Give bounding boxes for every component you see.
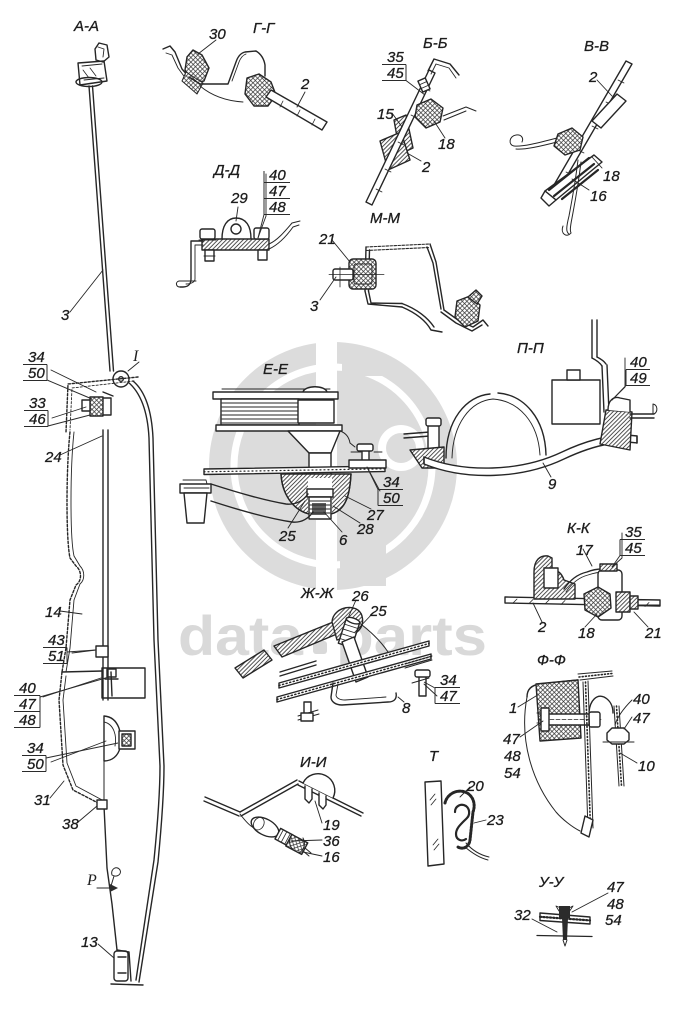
svg-text:21: 21 bbox=[644, 625, 662, 642]
svg-text:34: 34 bbox=[28, 349, 45, 366]
svg-text:34: 34 bbox=[440, 672, 457, 689]
svg-text:18: 18 bbox=[603, 168, 620, 185]
svg-text:3: 3 bbox=[61, 307, 70, 324]
svg-text:29: 29 bbox=[230, 190, 248, 207]
svg-text:28: 28 bbox=[356, 521, 374, 538]
svg-text:36: 36 bbox=[323, 833, 340, 850]
svg-text:Г-Г: Г-Г bbox=[253, 20, 276, 37]
svg-text:45: 45 bbox=[387, 65, 404, 82]
svg-text:М-М: М-М bbox=[370, 210, 400, 227]
svg-text:33: 33 bbox=[29, 395, 46, 412]
svg-text:2: 2 bbox=[588, 69, 598, 86]
svg-text:47: 47 bbox=[503, 731, 520, 748]
svg-text:48: 48 bbox=[504, 748, 521, 765]
svg-text:И-И: И-И bbox=[300, 754, 327, 771]
svg-text:35: 35 bbox=[625, 524, 642, 541]
svg-text:48: 48 bbox=[19, 712, 36, 729]
svg-text:16: 16 bbox=[590, 188, 607, 205]
svg-text:13: 13 bbox=[81, 934, 98, 951]
svg-text:6: 6 bbox=[339, 532, 348, 549]
svg-text:46: 46 bbox=[29, 411, 46, 428]
svg-text:34: 34 bbox=[383, 474, 400, 491]
svg-text:Е-Е: Е-Е bbox=[263, 361, 289, 378]
svg-text:54: 54 bbox=[605, 912, 622, 929]
svg-text:А-А: А-А bbox=[73, 18, 99, 35]
svg-text:54: 54 bbox=[504, 765, 521, 782]
svg-text:38: 38 bbox=[62, 816, 79, 833]
svg-text:26: 26 bbox=[351, 588, 369, 605]
svg-text:40: 40 bbox=[633, 691, 650, 708]
svg-text:9: 9 bbox=[548, 476, 557, 493]
svg-text:50: 50 bbox=[28, 365, 45, 382]
svg-text:47: 47 bbox=[269, 183, 286, 200]
svg-text:I: I bbox=[132, 348, 139, 365]
svg-text:50: 50 bbox=[27, 756, 44, 773]
svg-text:15: 15 bbox=[377, 106, 394, 123]
svg-text:47: 47 bbox=[607, 879, 624, 896]
svg-text:40: 40 bbox=[269, 167, 286, 184]
svg-text:19: 19 bbox=[323, 817, 340, 834]
svg-text:32: 32 bbox=[514, 907, 531, 924]
svg-text:48: 48 bbox=[269, 199, 286, 216]
svg-text:27: 27 bbox=[366, 507, 384, 524]
svg-text:К-К: К-К bbox=[567, 520, 591, 537]
svg-text:P: P bbox=[86, 872, 97, 889]
svg-text:25: 25 bbox=[278, 528, 296, 545]
svg-text:47: 47 bbox=[633, 710, 650, 727]
svg-text:49: 49 bbox=[630, 370, 647, 387]
svg-text:24: 24 bbox=[44, 449, 62, 466]
svg-text:Т: Т bbox=[429, 748, 440, 765]
svg-text:3: 3 bbox=[310, 298, 319, 315]
svg-text:В-В: В-В bbox=[584, 38, 609, 55]
svg-text:8: 8 bbox=[402, 700, 411, 717]
svg-text:Ф-Ф: Ф-Ф bbox=[537, 652, 566, 669]
svg-text:10: 10 bbox=[638, 758, 655, 775]
svg-text:2: 2 bbox=[421, 159, 431, 176]
svg-text:23: 23 bbox=[486, 812, 504, 829]
svg-text:Ж-Ж: Ж-Ж bbox=[300, 585, 335, 602]
svg-text:2: 2 bbox=[537, 619, 547, 636]
svg-text:Д-Д: Д-Д bbox=[212, 162, 241, 179]
svg-text:48: 48 bbox=[607, 896, 624, 913]
svg-text:40: 40 bbox=[630, 354, 647, 371]
svg-text:Б-Б: Б-Б bbox=[423, 35, 448, 52]
svg-text:20: 20 bbox=[466, 778, 484, 795]
svg-text:25: 25 bbox=[369, 603, 387, 620]
svg-text:У-У: У-У bbox=[538, 874, 565, 891]
svg-text:34: 34 bbox=[27, 740, 44, 757]
svg-text:50: 50 bbox=[383, 490, 400, 507]
svg-text:40: 40 bbox=[19, 680, 36, 697]
svg-text:17: 17 bbox=[576, 542, 593, 559]
svg-text:14: 14 bbox=[45, 604, 62, 621]
svg-text:1: 1 bbox=[509, 700, 517, 717]
svg-text:35: 35 bbox=[387, 49, 404, 66]
svg-text:2: 2 bbox=[300, 76, 310, 93]
svg-text:51: 51 bbox=[48, 648, 65, 665]
svg-text:31: 31 bbox=[34, 792, 51, 809]
svg-text:43: 43 bbox=[48, 632, 65, 649]
svg-text:45: 45 bbox=[625, 540, 642, 557]
svg-text:16: 16 bbox=[323, 849, 340, 866]
svg-text:47: 47 bbox=[440, 688, 457, 705]
svg-text:data: data bbox=[178, 604, 304, 667]
svg-text:18: 18 bbox=[438, 136, 455, 153]
svg-text:П-П: П-П bbox=[517, 340, 544, 357]
svg-text:30: 30 bbox=[209, 26, 226, 43]
svg-text:18: 18 bbox=[578, 625, 595, 642]
svg-text:47: 47 bbox=[19, 696, 36, 713]
svg-text:21: 21 bbox=[318, 231, 336, 248]
